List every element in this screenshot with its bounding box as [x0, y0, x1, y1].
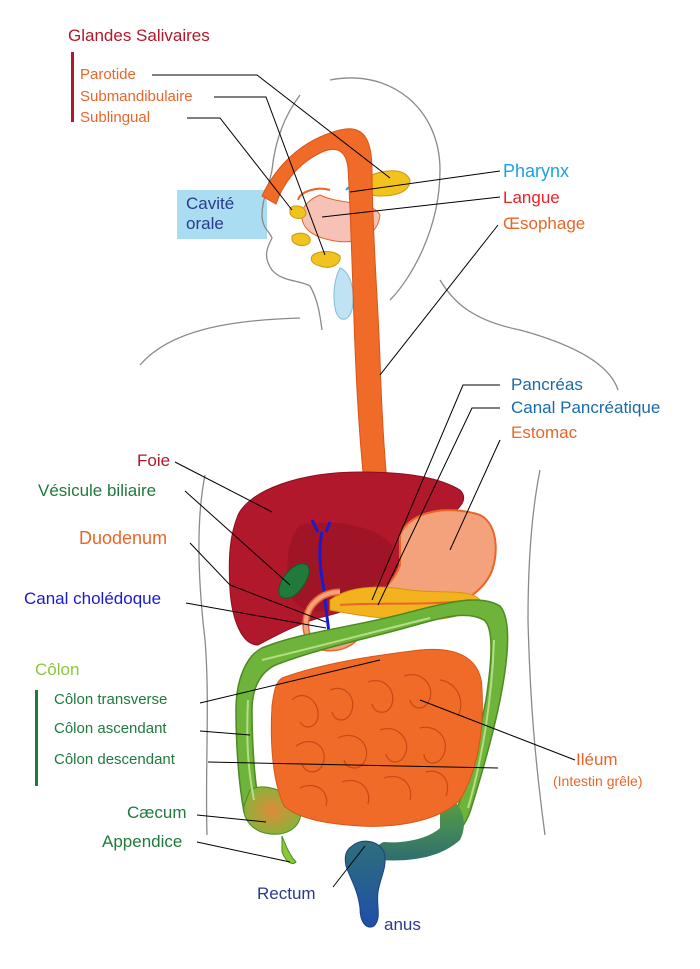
small-intestine-label: (Intestin grêle)	[553, 773, 643, 789]
parotid-label: Parotide	[80, 66, 136, 83]
pancreatic-duct-label: Canal Pancréatique	[511, 398, 661, 417]
tongue-label: Langue	[503, 188, 560, 207]
sublingual-label: Sublingual	[80, 109, 151, 126]
colon-title: Côlon	[35, 660, 80, 679]
salivary-bracket	[71, 52, 74, 122]
small-intestine-shape	[270, 648, 483, 827]
oral-cavity-label-line2: orale	[186, 214, 224, 233]
bile-duct-label: Canal cholédoque	[24, 589, 162, 608]
esophagus-label: Œsophage	[503, 214, 586, 233]
oral-cavity-highlight	[177, 190, 267, 239]
oral-cavity-label-line1: Cavité	[186, 194, 235, 213]
cecum-label: Cæcum	[127, 803, 187, 822]
descending-colon-label: Côlon descendant	[54, 751, 175, 768]
pharynx-label: Pharynx	[503, 161, 570, 181]
leader-lines	[152, 74, 576, 888]
gallbladder-label: Vésicule biliaire	[38, 481, 157, 500]
liver-label: Foie	[137, 451, 171, 470]
colon-bracket	[35, 690, 38, 786]
anus-label: anus	[384, 915, 421, 934]
gallbladder-shape	[278, 563, 310, 599]
submandibular-label: Submandibulaire	[80, 88, 193, 105]
body-outline	[139, 77, 619, 836]
rectum-shape	[344, 840, 386, 928]
appendix-label: Appendice	[102, 832, 183, 851]
salivary-glands-title: Glandes Salivaires	[68, 26, 210, 45]
rectum-label: Rectum	[257, 884, 316, 903]
transverse-colon-label: Côlon transverse	[54, 691, 168, 708]
ileum-label: Iléum	[576, 750, 618, 769]
duodenum-label: Duodenum	[79, 528, 168, 548]
pancreas-label: Pancréas	[511, 375, 583, 394]
ascending-colon-label: Côlon ascendant	[54, 720, 167, 737]
stomach-label: Estomac	[511, 423, 578, 442]
